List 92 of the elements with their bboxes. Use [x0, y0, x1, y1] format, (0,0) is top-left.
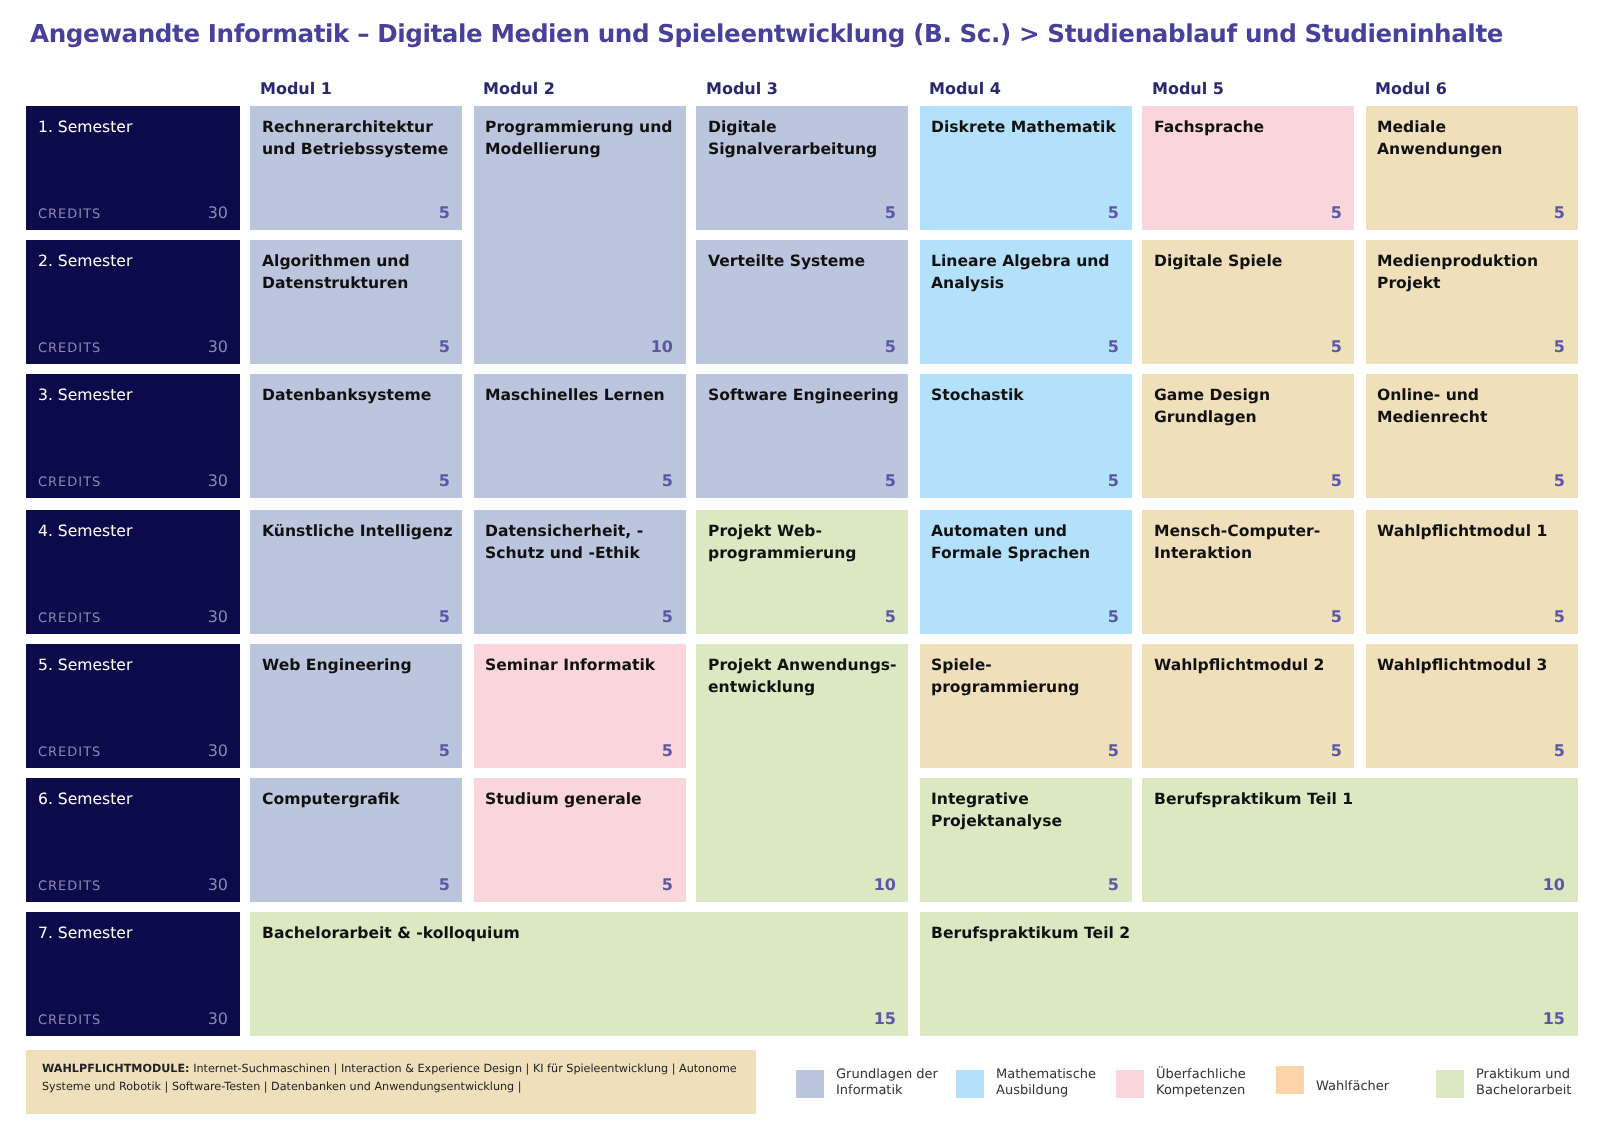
column-heading: Modul 6: [1375, 80, 1447, 98]
module-box: [919, 509, 1131, 634]
module-box: [696, 509, 908, 634]
credit-points: 30: [207, 204, 228, 222]
credit-points: 5: [438, 741, 450, 760]
credit-points: 5: [1107, 204, 1119, 222]
credit-points: 5: [438, 876, 450, 894]
module-box: [250, 912, 908, 1037]
semester-box: [26, 643, 240, 768]
credit-points: 30: [207, 1010, 228, 1029]
note-box: [26, 1050, 756, 1114]
credit-points: 5: [884, 607, 896, 626]
module-box: [919, 643, 1131, 768]
module-box: [473, 643, 685, 768]
credit-points: 5: [661, 607, 673, 626]
module-box: [473, 509, 685, 634]
credit-points: 5: [1107, 607, 1119, 626]
credit-points: 5: [884, 204, 896, 222]
credit-points: 10: [650, 338, 673, 357]
module-box: [1365, 240, 1577, 365]
credit-points: 5: [438, 472, 450, 491]
module-box: [1142, 778, 1577, 902]
module-box: [1365, 509, 1577, 634]
semester-box: [26, 778, 240, 902]
credit-points: 30: [207, 338, 228, 357]
module-box: [1142, 643, 1354, 768]
credit-points: 5: [1330, 607, 1342, 626]
credit-points: 15: [873, 1010, 896, 1029]
module-box: [250, 643, 462, 768]
credit-points: 5: [1330, 338, 1342, 357]
module-box: [1365, 106, 1577, 230]
credit-points: 10: [873, 875, 896, 894]
credit-points: 30: [207, 607, 228, 626]
credit-points: 5: [661, 741, 673, 760]
module-box: [919, 374, 1131, 499]
module-box: [1142, 509, 1354, 634]
credit-points: 15: [1542, 1010, 1565, 1029]
credit-points: 5: [1553, 338, 1565, 357]
credit-points: 30: [207, 741, 228, 760]
module-box: [1142, 240, 1354, 365]
semester-box: [26, 912, 240, 1037]
credit-points: 5: [1553, 472, 1565, 491]
module-box: [1365, 374, 1577, 499]
credit-points: 30: [207, 876, 228, 894]
module-box: [1142, 374, 1354, 499]
credit-points: 10: [1542, 876, 1565, 894]
semester-box: [26, 106, 240, 230]
credit-points: 5: [1107, 876, 1119, 894]
module-box: [696, 374, 908, 499]
module-box: [919, 240, 1131, 365]
page-title: Angewandte Informatik – Digitale Medien und Spieleentwicklung (B. Sc.) > Studienablauf und Studieninhalte: [30, 20, 1504, 48]
credit-points: 5: [884, 472, 896, 491]
credit-points: 5: [1107, 741, 1119, 760]
column-heading: Modul 5: [1152, 80, 1224, 98]
semester-box: [26, 240, 240, 365]
credit-points: 5: [438, 204, 450, 222]
credit-points: 5: [438, 338, 450, 357]
module-box: [919, 778, 1131, 902]
module-box: [473, 778, 685, 902]
credit-points: 5: [1107, 472, 1119, 491]
semester-box: [26, 374, 240, 499]
credit-points: 5: [438, 607, 450, 626]
module-box: [250, 778, 462, 902]
module-box: [250, 374, 462, 499]
credit-points: 5: [1330, 741, 1342, 760]
column-heading: Modul 2: [483, 80, 555, 98]
credit-points: 5: [1553, 204, 1565, 222]
column-heading: Modul 3: [706, 80, 778, 98]
module-box: [919, 912, 1577, 1037]
credit-points: 5: [1107, 338, 1119, 357]
module-box: [696, 106, 908, 230]
credit-points: 5: [1553, 741, 1565, 760]
module-box: [473, 106, 685, 365]
credit-points: 5: [884, 338, 896, 357]
credit-points: 5: [661, 472, 673, 491]
credit-points: 5: [1553, 607, 1565, 626]
module-box: [250, 106, 462, 230]
module-box: [473, 374, 685, 499]
module-box: [250, 240, 462, 365]
module-box: [1365, 643, 1577, 768]
credit-points: 5: [1330, 472, 1342, 491]
module-box: [696, 240, 908, 365]
column-heading: Modul 1: [260, 80, 332, 98]
module-box: [919, 106, 1131, 230]
credit-points: 5: [661, 876, 673, 894]
module-box: [1142, 106, 1354, 230]
column-heading: Modul 4: [929, 80, 1001, 98]
module-box: [696, 643, 908, 902]
semester-box: [26, 509, 240, 634]
module-box: [250, 509, 462, 634]
credit-points: 30: [207, 472, 228, 491]
credit-points: 5: [1330, 204, 1342, 222]
